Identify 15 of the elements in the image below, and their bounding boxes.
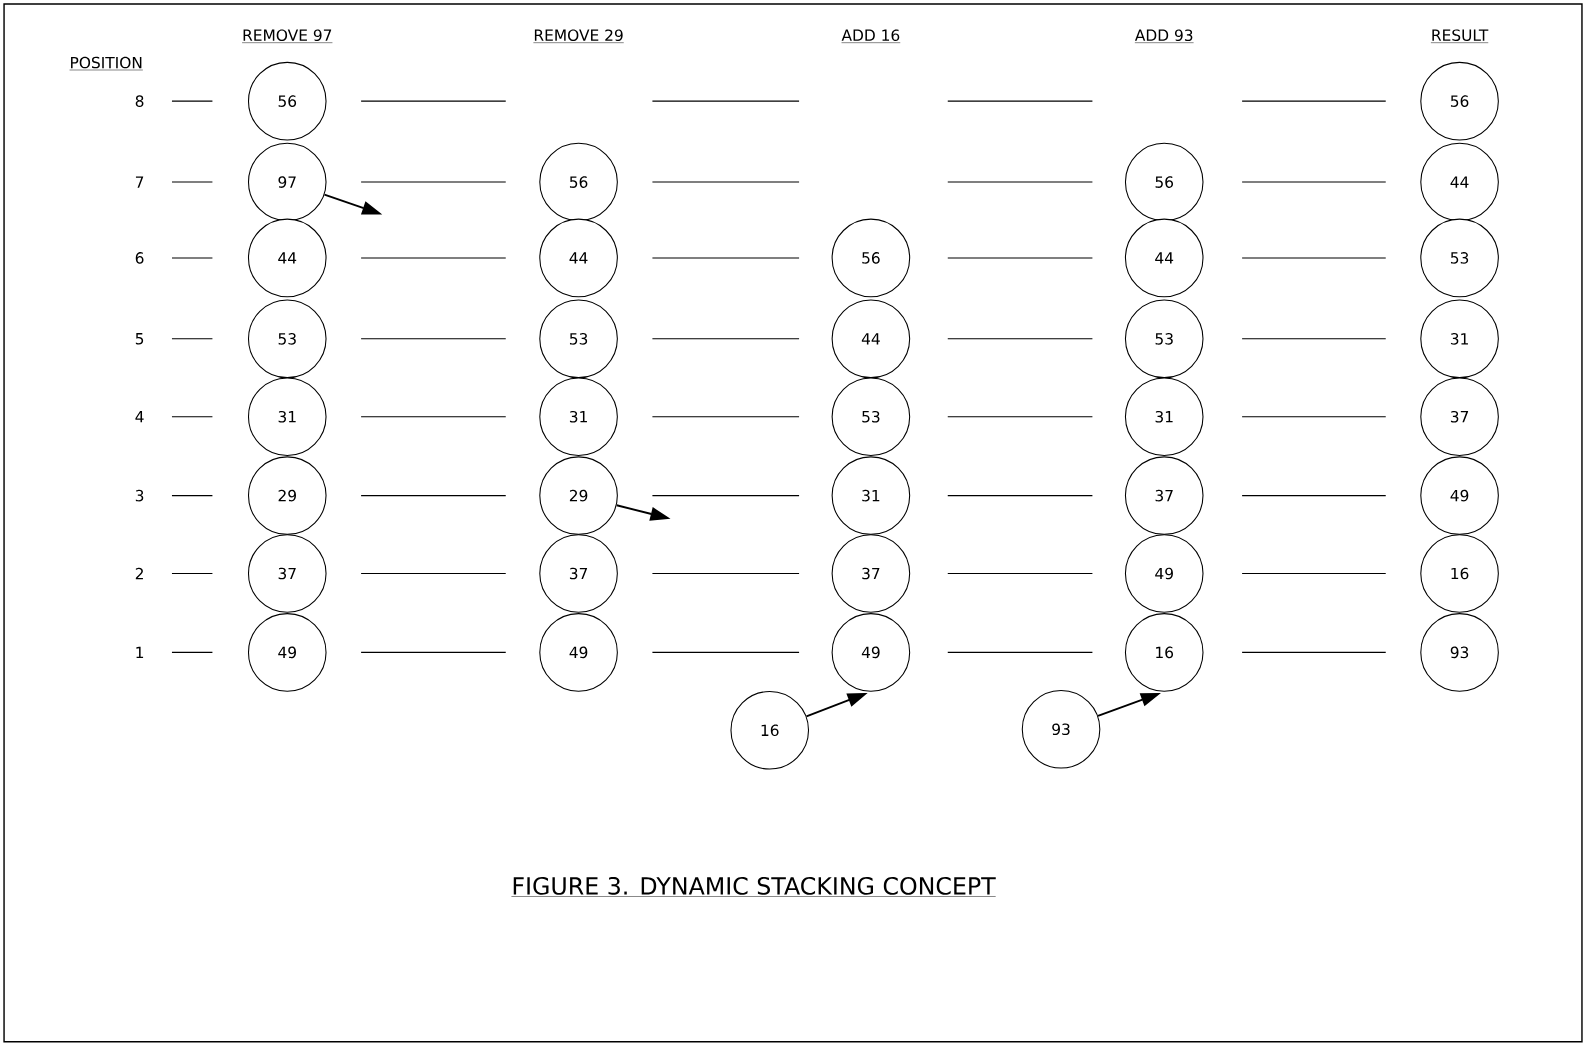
- caption: FIGURE 3. DYNAMIC STACKING CONCEPT: [511, 877, 996, 897]
- column-heading: REMOVE 97: [241, 29, 333, 43]
- axis-heading: POSITION: [69, 56, 144, 71]
- column-heading: REMOVE 29: [533, 29, 624, 43]
- position-number: 7: [135, 176, 144, 188]
- position-number: 4: [135, 411, 144, 423]
- position-number: 1: [136, 646, 144, 659]
- column-heading: RESULT: [1430, 29, 1489, 43]
- position-number: 8: [135, 95, 144, 108]
- column-heading: ADD 16: [841, 29, 901, 43]
- position-number: 3: [135, 489, 144, 502]
- position-number: 5: [135, 333, 144, 345]
- column-heading: ADD 93: [1134, 29, 1194, 43]
- position-number: 2: [135, 567, 143, 580]
- position-number: 6: [135, 252, 144, 264]
